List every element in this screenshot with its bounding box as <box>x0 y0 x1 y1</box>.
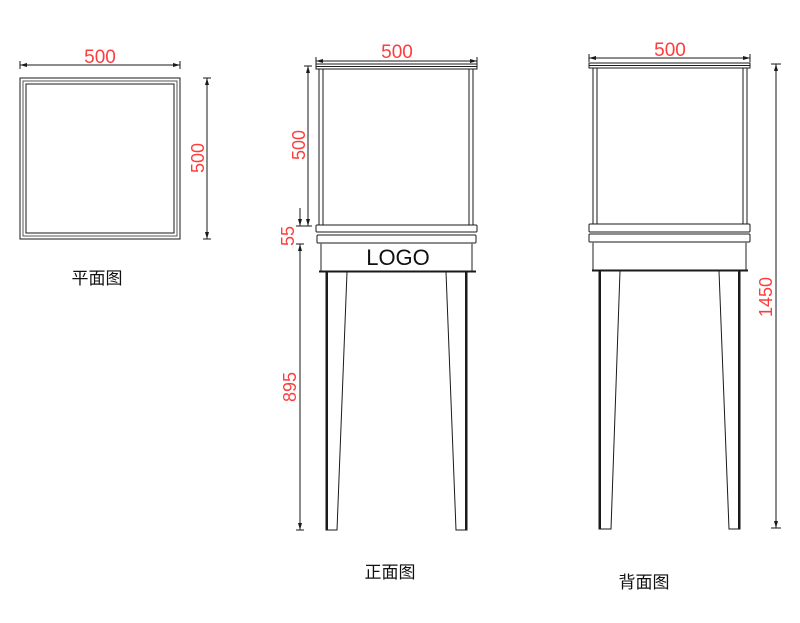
front-rail-height-value: 55 <box>278 226 298 246</box>
front-cabinet-height-value: 500 <box>289 130 309 160</box>
front-cabinet-height-dimension: 500 <box>289 65 312 227</box>
front-lower-bottom-rail <box>316 234 477 244</box>
front-view-label: 正面图 <box>365 563 416 583</box>
back-base-panel <box>592 242 748 272</box>
plan-view: 500 500 平面图 <box>19 47 211 289</box>
back-total-height-value: 1450 <box>756 277 776 317</box>
front-left-glass-post <box>318 68 324 226</box>
plan-top-frame <box>19 77 181 240</box>
back-right-leg <box>718 270 741 530</box>
front-base-panel: LOGO <box>319 243 476 273</box>
front-leg-height-dimension: 895 <box>280 244 304 531</box>
back-view: 500 1450 背面图 <box>588 40 781 593</box>
front-right-leg <box>445 271 468 531</box>
front-rail-height-dimension: 55 <box>278 208 304 246</box>
front-view: 500 500 55 895 <box>278 42 478 583</box>
back-width-dimension: 500 <box>588 40 751 62</box>
front-right-glass-post <box>468 68 474 226</box>
back-left-glass-post <box>592 67 598 225</box>
plan-width-value: 500 <box>84 47 116 68</box>
back-view-label: 背面图 <box>619 573 670 593</box>
front-upper-bottom-rail <box>315 224 478 233</box>
logo-text: LOGO <box>366 245 430 270</box>
plan-depth-dimension: 500 <box>188 77 211 240</box>
back-upper-bottom-rail <box>588 223 751 233</box>
back-left-leg <box>598 270 621 530</box>
plan-width-dimension: 500 <box>19 47 181 69</box>
back-total-height-dimension: 1450 <box>756 63 781 529</box>
front-left-leg <box>325 271 348 531</box>
plan-view-label: 平面图 <box>72 269 123 289</box>
back-width-value: 500 <box>654 40 686 61</box>
front-width-dimension: 500 <box>315 42 478 65</box>
back-lower-bottom-rail <box>588 233 751 243</box>
plan-depth-value: 500 <box>188 143 208 173</box>
front-width-value: 500 <box>381 42 413 63</box>
front-leg-height-value: 895 <box>280 372 300 402</box>
back-right-glass-post <box>742 67 748 225</box>
